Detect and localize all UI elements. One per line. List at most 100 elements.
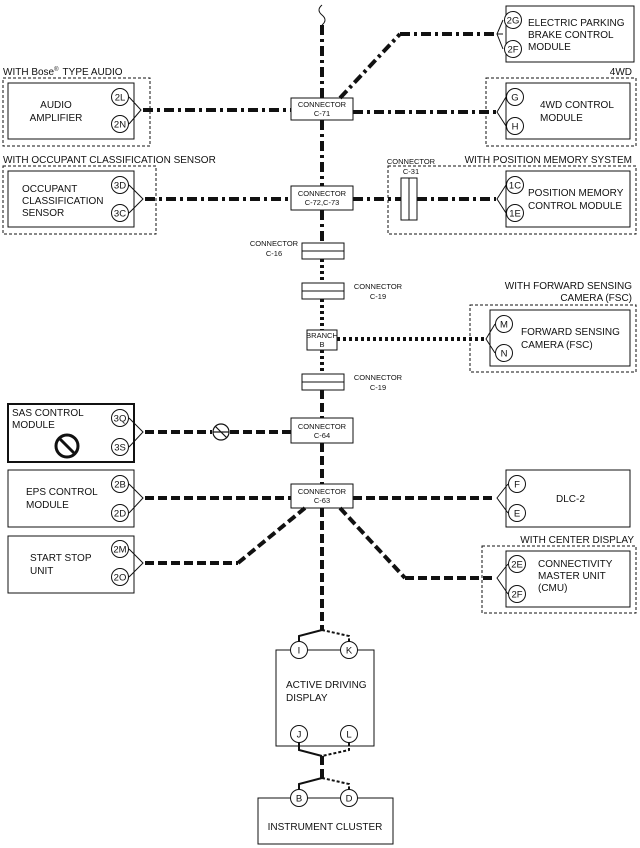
eps-pin-2b [111, 475, 129, 493]
pm-pin-1e-label: 1E [509, 209, 521, 220]
dlc-pin-e-label: E [514, 509, 520, 520]
cmu-label-3: (CMU) [538, 583, 567, 594]
adl-bottom-fork-dashed [321, 743, 350, 757]
bose-registered-mark: ® [54, 66, 59, 73]
fsc-pin-n [495, 344, 513, 362]
connector-c31-label: CONNECTOR [387, 157, 436, 166]
eps-pin-2b-label: 2B [114, 480, 126, 491]
ic-pin-d [340, 789, 358, 807]
adl-pin-j [290, 725, 308, 743]
dlc-label: DLC-2 [556, 494, 585, 505]
ic-pin-d-label: D [346, 794, 353, 805]
branch-b-label: BRANCH [306, 331, 338, 340]
sas-pin-3q-label: 3Q [114, 414, 127, 425]
awd-pin-g-label: G [511, 93, 518, 104]
cmu-pin-2e-label: 2E [511, 560, 523, 571]
connector-c64-number: C-64 [314, 431, 330, 440]
sas-label-1: SAS CONTROL [12, 408, 84, 419]
ocs-label-3: SENSOR [22, 208, 64, 219]
cmu-label-2: MASTER UNIT [538, 571, 606, 582]
adl-pin-i-label: I [298, 646, 301, 657]
cmu-fork [496, 563, 509, 595]
cmu-section-label: WITH CENTER DISPLAY [520, 535, 634, 546]
epb-label-1: ELECTRIC PARKING [528, 18, 625, 29]
awd-pin-h [506, 117, 524, 135]
pm-module-box [505, 170, 631, 228]
ic-label: INSTRUMENT CLUSTER [268, 822, 383, 833]
adl-label-2: DISPLAY [286, 693, 328, 704]
connector-c16-label: CONNECTOR [250, 239, 299, 248]
ic-fork-solid [298, 777, 323, 789]
pm-label-1: POSITION MEMORY [528, 188, 624, 199]
connector-c63-label: CONNECTOR [298, 487, 347, 496]
connector-c72-box [290, 185, 354, 211]
eps-label-2: MODULE [26, 500, 69, 511]
awd-label-1: 4WD CONTROL [540, 100, 614, 111]
fsc-label-1: FORWARD SENSING [521, 327, 620, 338]
ocs-label-2: CLASSIFICATION [22, 196, 104, 207]
cmu-pin-2f-label: 2F [511, 590, 522, 601]
sas-pin-3s [111, 438, 129, 456]
adl-bottom-fork-solid [298, 743, 323, 757]
adl-label-1: ACTIVE DRIVING [286, 680, 367, 691]
ocs-pin-3c [111, 204, 129, 222]
epb-label-3: MODULE [528, 42, 571, 53]
dlc-pin-f [508, 475, 526, 493]
epb-pin-2g [504, 11, 522, 29]
ss-pin-2o-label: 2O [114, 573, 127, 584]
ocs-dashed-frame [2, 165, 157, 235]
pm-pin-1c-label: 1C [509, 181, 521, 192]
ic-pin-b-label: B [296, 794, 302, 805]
adl-pin-j-label: J [297, 730, 302, 741]
ss-label-1: START STOP [30, 553, 92, 564]
adl-pin-i [290, 641, 308, 659]
ocs-pin-3c-label: 3C [114, 209, 126, 220]
ocs-pin-3d [111, 176, 129, 194]
sas-pin-3q [111, 409, 129, 427]
ocs-label-1: OCCUPANT [22, 184, 77, 195]
awd-fork [496, 96, 507, 127]
epb-pin-2f-label: 2F [507, 45, 518, 56]
connector-c19a-number: C-19 [370, 292, 386, 301]
ocs-fork [128, 184, 144, 214]
sas-label-2: MODULE [12, 420, 55, 431]
eps-pin-2d-label: 2D [114, 509, 126, 520]
adl-pin-l-label: L [346, 730, 351, 741]
audio-label-1: AUDIO [40, 100, 72, 111]
pm-pin-1c [506, 176, 524, 194]
ss-pin-2m [111, 540, 129, 558]
adl-top-fork-dashed [321, 629, 350, 641]
fsc-module-box [489, 309, 631, 367]
dlc-pin-f-label: F [514, 480, 520, 491]
connector-c72-label: CONNECTOR [298, 189, 347, 198]
awd-pin-h-label: H [512, 122, 519, 133]
fsc-label-2: CAMERA (FSC) [521, 340, 593, 351]
dlc-module-box [505, 469, 631, 528]
connector-c16-number: C-16 [266, 249, 282, 258]
prohibited-icon [54, 433, 80, 459]
cmu-dashed-frame [481, 545, 637, 614]
fsc-pin-m-label: M [500, 320, 508, 331]
awd-label-2: MODULE [540, 113, 583, 124]
audio-pin-2l [111, 88, 129, 106]
awd-module-box [505, 82, 631, 140]
ss-pin-2o [111, 568, 129, 586]
adl-pin-k [340, 641, 358, 659]
eps-pin-2d [111, 504, 129, 522]
ocs-section-label: WITH OCCUPANT CLASSIFICATION SENSOR [3, 155, 216, 166]
audio-fork [128, 96, 142, 125]
pm-pin-1e [506, 204, 524, 222]
ss-fork [128, 548, 144, 578]
ss-label-2: UNIT [30, 566, 53, 577]
adl-pin-l [340, 725, 358, 743]
fsc-pin-n-label: N [501, 349, 508, 360]
connector-c31-number: C-31 [403, 167, 419, 176]
eps-fork [128, 483, 144, 514]
connector-c19b-number: C-19 [370, 383, 386, 392]
pm-section-label: WITH POSITION MEMORY SYSTEM [465, 155, 632, 166]
sas-pin-3s-label: 3S [114, 443, 126, 454]
dlc-fork [496, 483, 509, 514]
audio-label-2: AMPLIFIER [30, 113, 83, 124]
